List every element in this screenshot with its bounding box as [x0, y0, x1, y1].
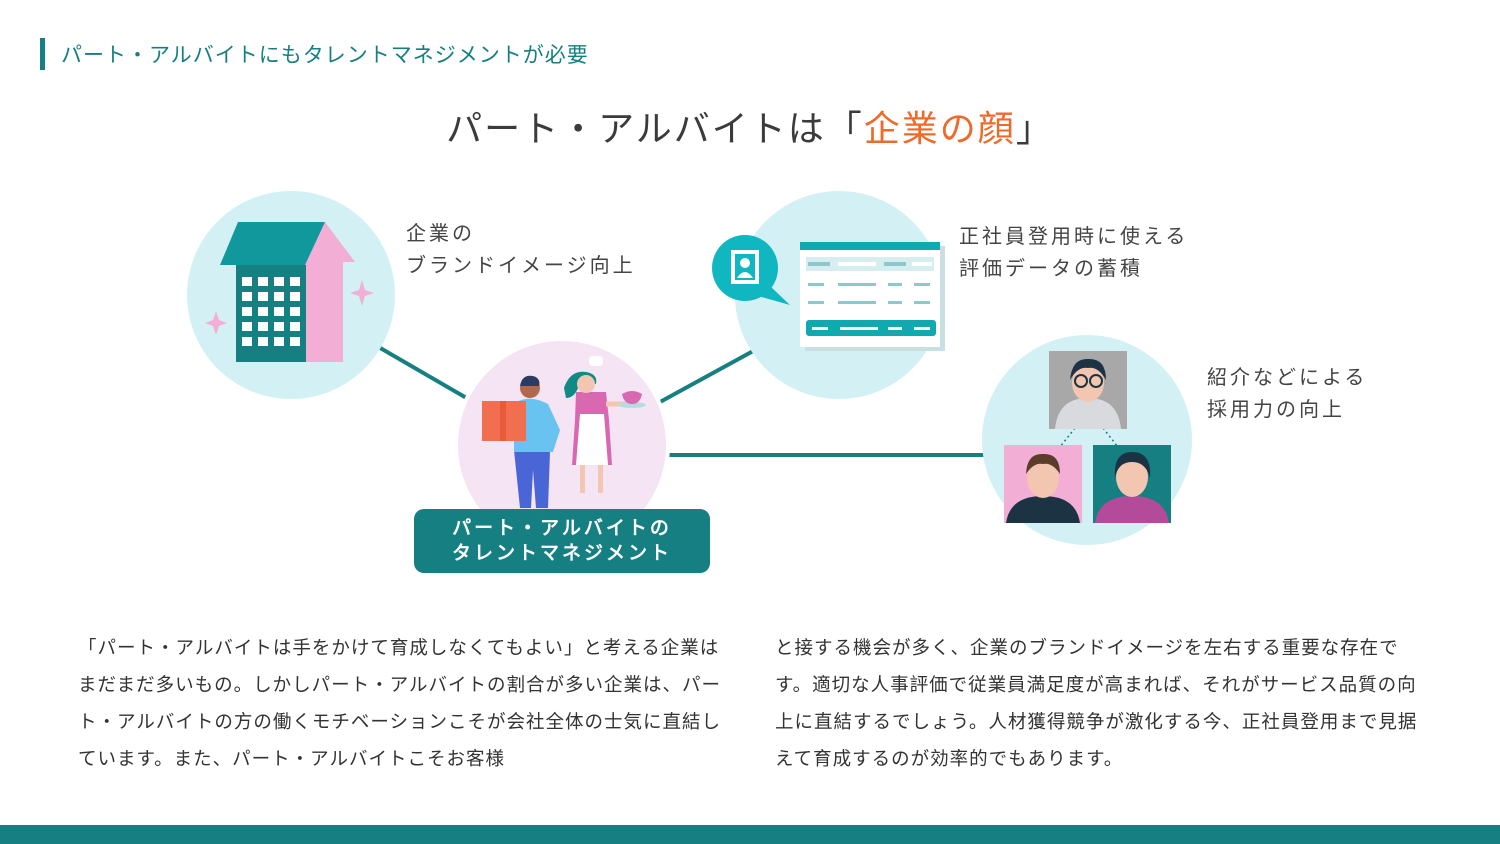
- worker-man-icon: [482, 375, 560, 508]
- brand-label-line1: 企業の: [406, 221, 475, 245]
- sparkle-icon: [350, 280, 374, 306]
- person-glasses-icon: [1049, 351, 1127, 429]
- center-badge: パート・アルバイトの タレントマネジメント: [414, 509, 710, 573]
- main-title-suffix: 」: [1015, 109, 1054, 150]
- body-text-left: 「パート・アルバイトは手をかけて育成しなくてもよい」と考える企業はまだまだ多いも…: [78, 638, 721, 770]
- waitress-icon: [564, 356, 646, 493]
- profile-photo-icon: [712, 235, 790, 305]
- evaluation-node: [712, 191, 945, 399]
- sparkle-icon: [205, 311, 227, 335]
- main-title-accent: 企業の顔: [863, 109, 1016, 150]
- section-bar: [40, 38, 45, 70]
- section-title: パート・アルバイトにもタレントマネジメントが必要: [61, 43, 589, 67]
- evaluation-label-line2: 評価データの蓄積: [959, 256, 1143, 280]
- section-header: パート・アルバイトにもタレントマネジメントが必要: [40, 38, 589, 70]
- connector-evaluation: [659, 348, 756, 404]
- brand-node: [187, 191, 395, 399]
- connector-brand: [373, 343, 472, 402]
- center-node: [454, 337, 670, 553]
- center-badge-line1: パート・アルバイトの: [452, 517, 672, 539]
- brand-label-line2: ブランドイメージ向上: [406, 253, 636, 277]
- footer-bar: [0, 825, 1500, 844]
- referral-label-line1: 紹介などによる: [1207, 365, 1368, 389]
- arrow-up-icon: [302, 222, 355, 362]
- center-badge-line2: タレントマネジメント: [451, 542, 672, 564]
- diagram: [187, 191, 1192, 553]
- document-icon: [800, 242, 945, 351]
- body-text-right: と接する機会が多く、企業のブランドイメージを左右する重要な存在です。適切な人事評…: [775, 638, 1418, 770]
- referral-label-line2: 採用力の向上: [1207, 397, 1345, 421]
- main-title: パート・アルバイトは「企業の顔」: [0, 100, 1500, 152]
- person-icon: [1093, 445, 1171, 523]
- evaluation-label: 正社員登用時に使える 評価データの蓄積: [959, 220, 1188, 284]
- referral-node: [982, 335, 1192, 545]
- connector-lines: [373, 343, 985, 457]
- referral-label: 紹介などによる 採用力の向上: [1207, 361, 1367, 425]
- main-title-prefix: パート・アルバイトは「: [446, 109, 864, 150]
- evaluation-label-line1: 正社員登用時に使える: [959, 224, 1189, 248]
- person-icon: [1004, 445, 1082, 523]
- building-icon: [220, 222, 325, 362]
- referral-links: [1059, 427, 1119, 448]
- brand-label: 企業の ブランドイメージ向上: [406, 217, 636, 281]
